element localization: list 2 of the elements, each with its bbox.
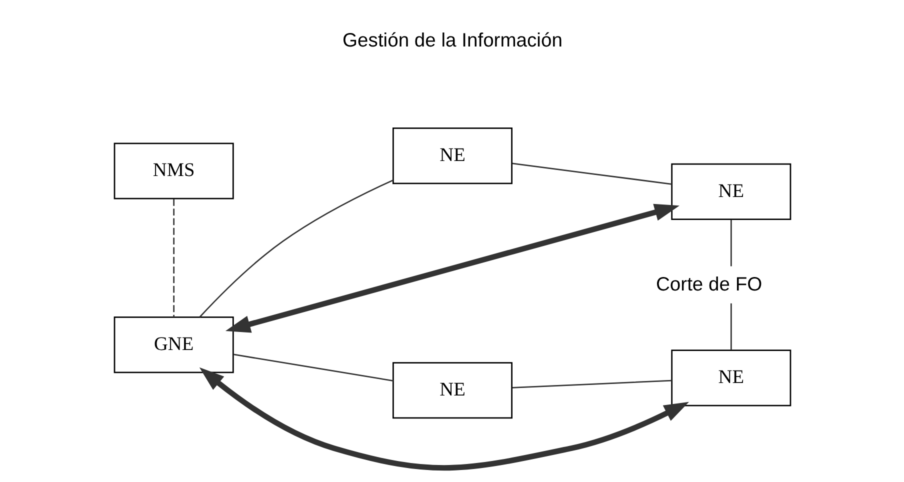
- edge-label: Corte de FO: [655, 274, 762, 296]
- label: Gestión de la Información: [342, 30, 562, 52]
